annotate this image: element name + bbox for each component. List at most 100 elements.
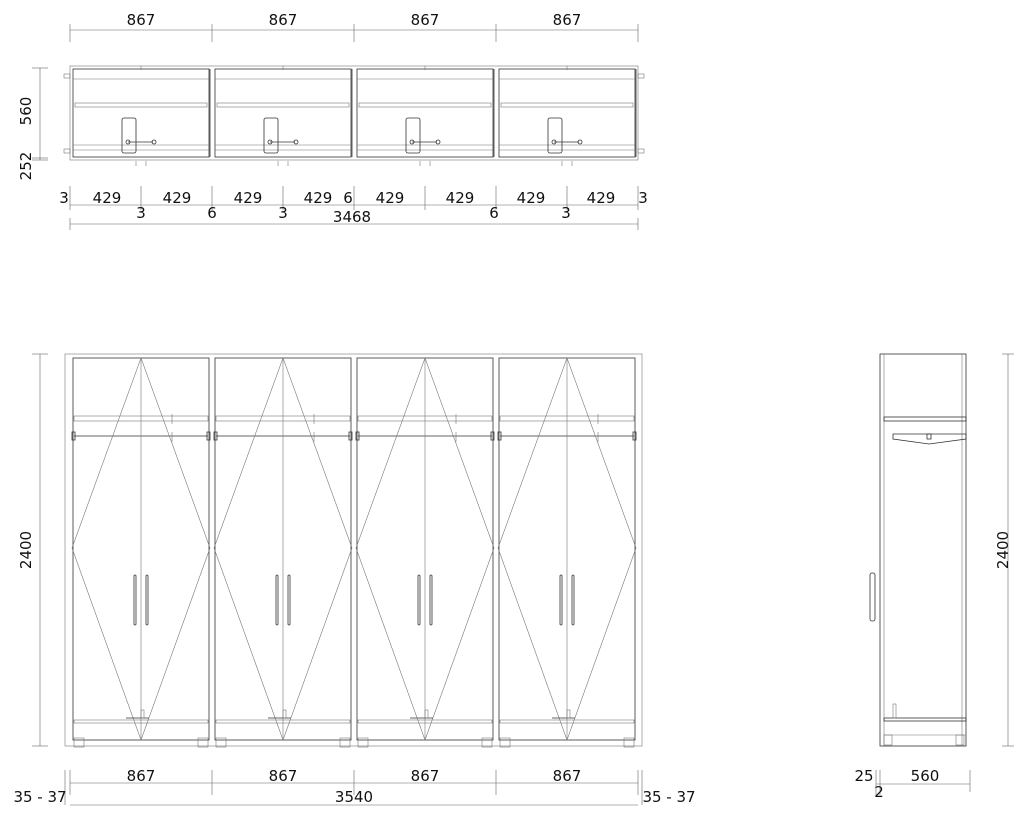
front-foot [197, 737, 209, 748]
plan-door-dim: 429 [163, 189, 192, 207]
plan-gap-dim: 3 [278, 204, 288, 222]
foot-lever-post [282, 709, 287, 719]
front-foot [357, 737, 369, 748]
front-foot [339, 737, 351, 748]
side-foot [955, 734, 965, 746]
front-foot [623, 737, 635, 748]
plan-handle-end [293, 139, 299, 145]
side-foot [883, 734, 893, 746]
plan-handle-pivot [409, 139, 415, 145]
plan-door-dim: 429 [376, 189, 405, 207]
plan-pin [63, 148, 71, 154]
front-foot [499, 737, 511, 748]
door-handle [287, 574, 291, 626]
plan-door-dim: 429 [587, 189, 616, 207]
front-foot [73, 737, 85, 748]
plan-offset: 252 [17, 152, 35, 181]
door-handle [429, 574, 433, 626]
plan-door-dim: 429 [517, 189, 546, 207]
plan-pin [637, 148, 645, 154]
plan-pin [63, 73, 71, 79]
plan-total-width: 3468 [333, 208, 371, 226]
front-right-tolerance: 35 - 37 [642, 788, 695, 806]
plan-gap-dim: 6 [207, 204, 217, 222]
front-left-tolerance: 35 - 37 [13, 788, 66, 806]
plan-door-dim: 3 [59, 189, 69, 207]
plan-handle-pivot [551, 139, 557, 145]
foot-lever-post [140, 709, 145, 719]
hanger-hook [926, 433, 932, 440]
side-gap-small: 2 [874, 783, 884, 801]
plan-handle-end [435, 139, 441, 145]
side-plinth-top [883, 717, 967, 722]
front-foot [481, 737, 493, 748]
side-foot-lever [892, 703, 897, 719]
plan-cabinet [214, 68, 352, 158]
plan-lock-icon [547, 117, 563, 154]
plan-shelf [500, 102, 634, 108]
plan-door-dim: 6 [343, 189, 353, 207]
plan-handle-end [151, 139, 157, 145]
front-height: 2400 [17, 531, 35, 569]
side-shelf [883, 416, 967, 422]
plan-handle-end [577, 139, 583, 145]
door-handle [571, 574, 575, 626]
plan-cabinet [498, 68, 636, 158]
plan-shelf [74, 102, 208, 108]
plan-module-width-1: 867 [127, 11, 156, 29]
door-handle [559, 574, 563, 626]
door-handle [417, 574, 421, 626]
side-cabinet [879, 353, 967, 747]
front-module-width-2: 867 [269, 767, 298, 785]
front-plinth-top [499, 719, 635, 724]
door-handle [275, 574, 279, 626]
front-outline [64, 353, 643, 747]
rail-bracket [355, 431, 360, 441]
side-depth: 560 [911, 767, 940, 785]
rail-bracket [490, 431, 495, 441]
plan-lock-icon [121, 117, 137, 154]
foot-lever-post [424, 709, 429, 719]
plan-shelf [216, 102, 350, 108]
plan-depth: 560 [17, 97, 35, 126]
front-module-width-4: 867 [553, 767, 582, 785]
plan-gap-dim: 6 [489, 204, 499, 222]
coat-hanger-icon [892, 433, 967, 445]
plan-door-dim: 429 [304, 189, 333, 207]
rail-bracket [348, 431, 353, 441]
front-plinth-top [73, 719, 209, 724]
side-back-gap: 25 [854, 767, 873, 785]
plan-gap-dim: 3 [561, 204, 571, 222]
plan-outline [69, 65, 639, 161]
plan-door-dim: 3 [638, 189, 648, 207]
front-module-width-3: 867 [411, 767, 440, 785]
plan-module-width-4: 867 [553, 11, 582, 29]
side-height: 2400 [994, 531, 1012, 569]
plan-handle-pivot [125, 139, 131, 145]
foot-lever-post [566, 709, 571, 719]
plan-lock-icon [405, 117, 421, 154]
plan-pin [637, 73, 645, 79]
door-handle [145, 574, 149, 626]
front-foot [215, 737, 227, 748]
rail-bracket [632, 431, 637, 441]
plan-door-dim: 429 [446, 189, 475, 207]
rail-bracket [497, 431, 502, 441]
plan-cabinet [356, 68, 494, 158]
plan-cabinet [72, 68, 210, 158]
side-handle [869, 572, 876, 622]
plan-door-dim: 429 [93, 189, 122, 207]
door-handle [133, 574, 137, 626]
rail-bracket [206, 431, 211, 441]
rail-bracket [71, 431, 76, 441]
front-total-width: 3540 [335, 788, 373, 806]
plan-module-width-3: 867 [411, 11, 440, 29]
drawing-geometry [32, 24, 1014, 806]
front-plinth-top [215, 719, 351, 724]
front-module-width-1: 867 [127, 767, 156, 785]
plan-door-dim: 429 [234, 189, 263, 207]
front-plinth-top [357, 719, 493, 724]
plan-module-width-2: 867 [269, 11, 298, 29]
plan-handle-pivot [267, 139, 273, 145]
